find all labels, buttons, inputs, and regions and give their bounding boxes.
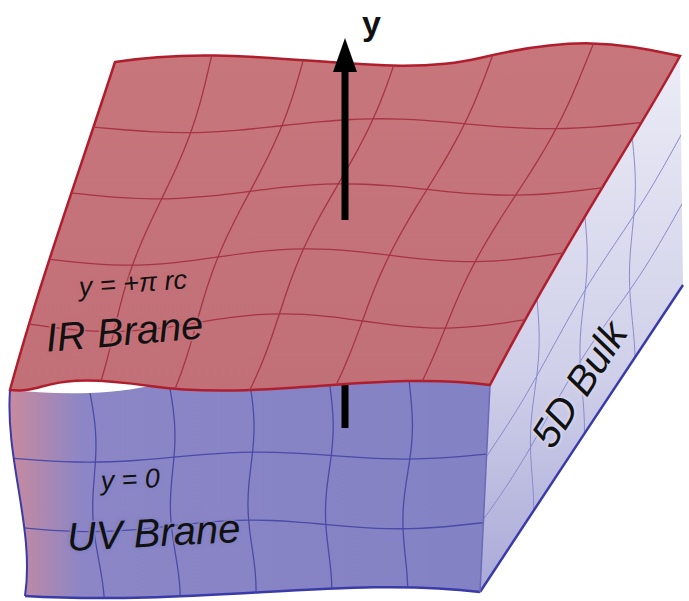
grid-line <box>82 33 217 431</box>
uv-brane-edge <box>9 390 27 596</box>
grid-line <box>629 118 635 388</box>
uv-brane-face <box>9 376 490 598</box>
grid-line <box>20 182 657 199</box>
grid-line <box>239 21 408 411</box>
grid-line <box>318 25 504 419</box>
y-axis-arrowhead <box>333 38 357 72</box>
bulk-edge <box>480 385 490 592</box>
grid-line <box>0 247 612 265</box>
y-axis <box>342 380 349 428</box>
axis-label: y <box>362 6 381 40</box>
grid-line <box>325 366 333 601</box>
brane-label: y = 0 <box>100 465 161 495</box>
grid-line <box>167 368 180 601</box>
grid-line <box>45 116 689 132</box>
y-axis <box>342 68 349 220</box>
grid-line <box>247 363 256 601</box>
grid-line <box>0 450 536 462</box>
grid-line <box>403 369 413 601</box>
uv-brane-edge <box>25 587 480 598</box>
brane-label: UV Brane <box>66 508 241 557</box>
grid-line <box>160 27 312 421</box>
ir-brane-face <box>10 43 680 390</box>
